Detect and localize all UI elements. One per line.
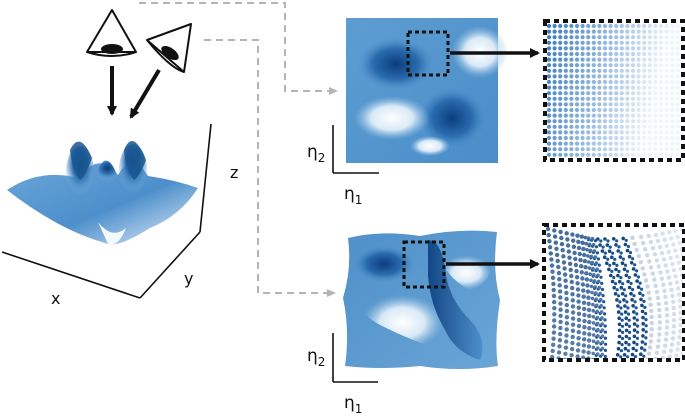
axis-y-label: y	[184, 269, 193, 288]
axis-y-line	[139, 231, 201, 299]
eye-icon-straight	[86, 9, 137, 57]
axes-3d	[1, 123, 212, 299]
zoom-panel-top	[543, 19, 685, 162]
axis-x-line	[1, 251, 141, 299]
dashed-arrow-bottom	[204, 39, 336, 297]
map-2d-top	[346, 18, 508, 163]
axis-eta2-top: η2	[307, 142, 325, 165]
zoom-panel-bottom	[542, 223, 685, 362]
zoom-box-bottom	[402, 240, 446, 289]
axis-x-label: x	[51, 289, 60, 308]
axis-eta2-bottom: η2	[307, 346, 325, 369]
view-arrow-tilted	[129, 68, 161, 119]
map-2d-bottom	[343, 230, 500, 369]
axis-z-label: z	[230, 163, 238, 182]
surface-3d	[7, 141, 198, 245]
axis-eta1-bottom: η1	[344, 393, 362, 416]
axes-2d-bottom	[332, 333, 378, 383]
axis-eta1-top: η1	[344, 184, 362, 207]
axis-z-line	[199, 123, 212, 233]
dashed-arrow-top	[139, 2, 338, 95]
eye-icon-tilted	[146, 23, 192, 73]
axes-2d-top	[332, 125, 379, 174]
